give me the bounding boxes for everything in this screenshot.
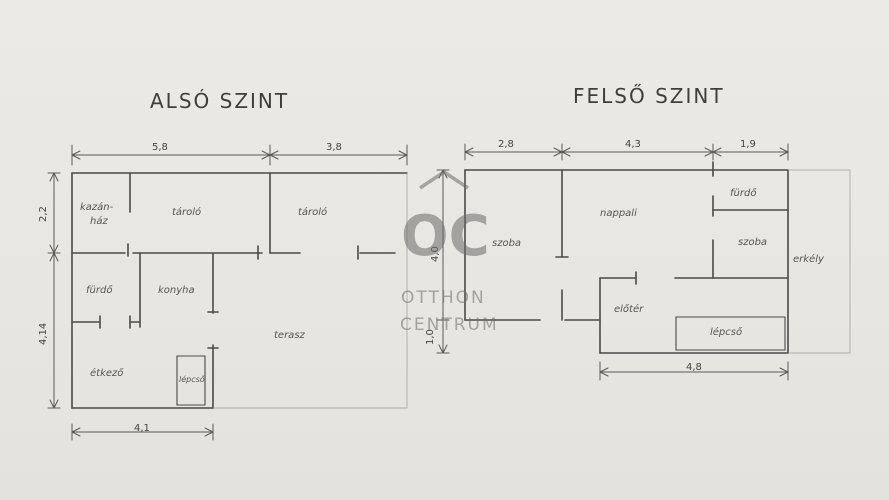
wall-line — [464, 147, 474, 157]
room-szoba-1: szoba — [492, 238, 521, 249]
room-terasz: terasz — [274, 330, 306, 341]
wall-line — [176, 355, 206, 406]
watermark-line2: CENTRUM — [400, 315, 499, 335]
room-szoba-2: szoba — [738, 237, 767, 248]
room-konyha: konyha — [158, 285, 195, 296]
wall-line — [704, 147, 714, 157]
dim-upper-bottom: 4,8 — [686, 362, 702, 373]
wall-line — [561, 147, 571, 157]
dim-upper-top-b: 4,3 — [625, 139, 641, 150]
dim-upper-top-c: 1,9 — [740, 139, 756, 150]
dim-upper-left-small: 1,0 — [425, 329, 436, 345]
wall-line — [49, 252, 59, 262]
wall-line — [49, 172, 59, 182]
room-tarolo-2: tároló — [298, 206, 327, 218]
room-kazanhaz-1: kazán- — [80, 201, 114, 213]
watermark-line1: OTTHON — [401, 288, 486, 308]
dim-lower-top-right: 3,8 — [326, 142, 342, 153]
dim-lower-top-left: 5,8 — [152, 142, 168, 153]
wall-line — [49, 244, 59, 254]
room-eloter: előtér — [614, 303, 644, 315]
room-furdo-upper: fürdő — [730, 187, 757, 199]
wall-line — [71, 427, 81, 437]
dim-lower-left-upper: 2,2 — [38, 206, 49, 222]
wall-line — [599, 367, 609, 377]
upper-level-title: FELSŐ SZINT — [573, 84, 725, 108]
wall-line — [419, 169, 469, 190]
wall-line — [261, 150, 271, 160]
wall-line — [712, 147, 722, 157]
wall-line — [675, 316, 786, 351]
wall-line — [204, 427, 214, 437]
room-lepcso-lower: lépcső — [179, 374, 205, 384]
otthon-centrum-watermark: OC OTTHON CENTRUM — [400, 169, 499, 335]
room-kazanhaz-2: ház — [90, 215, 108, 227]
dim-lower-left-lower: 4,14 — [38, 323, 49, 345]
dim-lower-bottom: 4,1 — [134, 423, 150, 434]
wall-line — [787, 169, 851, 354]
wall-line — [779, 367, 789, 377]
room-erkely: erkély — [793, 253, 825, 265]
room-lepcso-upper: lépcső — [710, 326, 743, 338]
lower-level-title: ALSÓ SZINT — [150, 89, 289, 113]
wall-line — [71, 150, 81, 160]
room-furdo-lower: fürdő — [86, 284, 113, 296]
dim-upper-left: 4,0 — [430, 246, 441, 262]
wall-line — [438, 344, 448, 354]
wall-line — [49, 399, 59, 409]
room-etkezo: étkező — [90, 367, 124, 379]
room-tarolo-1: tároló — [172, 206, 201, 218]
room-nappali: nappali — [600, 208, 637, 219]
wall-line — [553, 147, 563, 157]
wall-line — [779, 147, 789, 157]
wall-line — [398, 150, 408, 160]
watermark-logo: OC — [401, 204, 490, 269]
dim-upper-top-a: 2,8 — [498, 139, 514, 150]
wall-line — [269, 150, 279, 160]
